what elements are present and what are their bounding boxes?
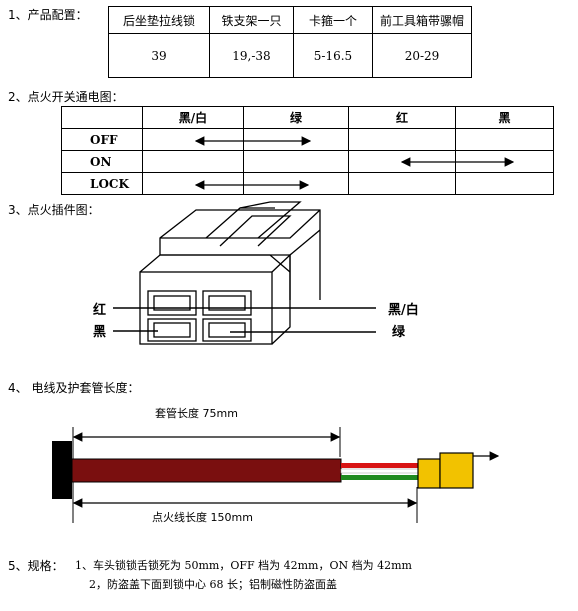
config-header: 后坐垫拉线锁	[108, 6, 210, 34]
config-header: 卡箍一个	[293, 6, 373, 34]
config-value: 19,-38	[209, 33, 294, 78]
wire-red	[341, 463, 419, 468]
label-black-white: 黑/白	[388, 302, 419, 318]
spec-line-2: 2，防盗盖下面到锁中心 68 长；铝制磁性防盗面盖	[89, 578, 337, 591]
sleeve	[71, 458, 342, 483]
section4-title: 4、 电线及护套管长度：	[8, 381, 140, 395]
wire-length-drawing: 套管长度 75mm 点火线长度 150mm	[52, 406, 500, 524]
wire-white	[340, 468, 420, 474]
config-value: 20-29	[372, 33, 472, 78]
lock-body	[52, 441, 72, 499]
section2-title: 2、点火开关通电图：	[8, 90, 124, 104]
config-header: 铁支架一只	[209, 6, 294, 34]
sleeve-length-label: 套管长度 75mm	[155, 406, 238, 420]
product-config-table: 后坐垫拉线锁 铁支架一只 卡箍一个 前工具箱带骡帽 39 19,-38 5-16…	[108, 6, 472, 78]
section1-title: 1、产品配置：	[8, 8, 88, 22]
wire-green	[341, 475, 419, 480]
switch-arrows	[194, 136, 515, 190]
switch-header: 黑/白	[142, 106, 244, 129]
label-red: 红	[93, 302, 106, 318]
config-value: 5-16.5	[293, 33, 373, 78]
label-black: 黑	[93, 325, 106, 340]
label-green: 绿	[392, 324, 406, 340]
section3-title: 3、点火插件图：	[8, 203, 100, 217]
section5-title: 5、规格：	[8, 559, 64, 573]
ignition-plug-drawing: 红 黑 黑/白 绿	[93, 201, 419, 345]
plug-small	[417, 458, 441, 489]
config-value: 39	[108, 33, 210, 78]
config-header: 前工具箱带骡帽	[372, 6, 472, 34]
plug-large	[439, 452, 474, 489]
spec-line-1: 1、车头锁锁舌锁死为 50mm，OFF 档为 42mm，ON 档为 42mm	[75, 559, 412, 572]
wire-length-label: 点火线长度 150mm	[152, 510, 253, 524]
row-label-lock: LOCK	[61, 172, 143, 195]
ignition-switch-table: 黑/白 绿 红 黑 OFF ON LOCK	[61, 106, 554, 195]
